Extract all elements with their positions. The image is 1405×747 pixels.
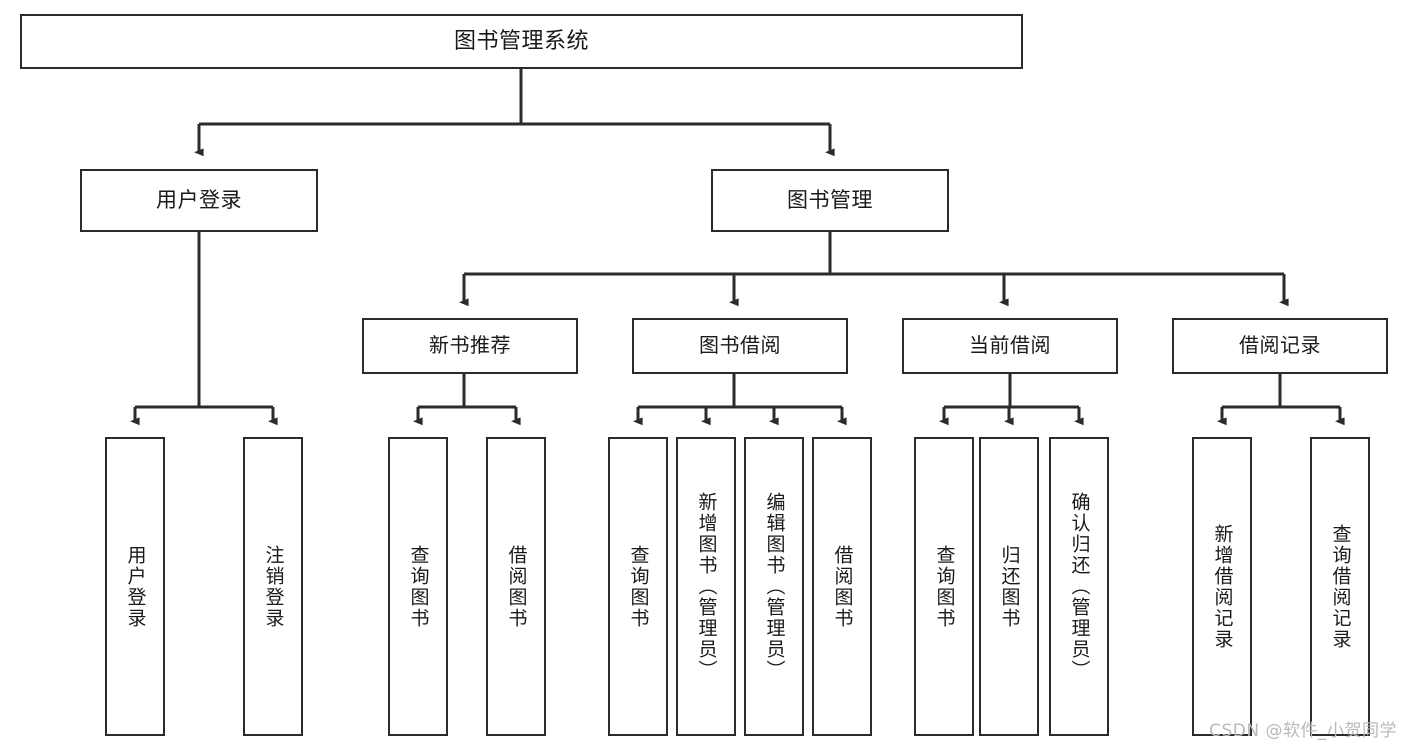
node-leaf-query-book-3-label: 查询图书 — [933, 544, 956, 629]
node-borrow-record[interactable]: 借阅记录 — [1172, 318, 1388, 374]
node-leaf-query-book-1[interactable]: 查询图书 — [388, 437, 448, 736]
node-leaf-add-book[interactable]: 新增图书（管理员） — [676, 437, 736, 736]
node-leaf-return-book-label: 归还图书 — [998, 544, 1021, 629]
node-leaf-user-logout-label: 注销登录 — [262, 544, 285, 629]
node-leaf-query-record[interactable]: 查询借阅记录 — [1310, 437, 1370, 736]
node-book-manage[interactable]: 图书管理 — [711, 169, 949, 232]
node-leaf-user-logout[interactable]: 注销登录 — [243, 437, 303, 736]
node-leaf-user-login[interactable]: 用户登录 — [105, 437, 165, 736]
node-leaf-query-book-2[interactable]: 查询图书 — [608, 437, 668, 736]
node-root-label: 图书管理系统 — [453, 28, 589, 54]
node-leaf-query-book-3[interactable]: 查询图书 — [914, 437, 974, 736]
node-leaf-borrow-book-1[interactable]: 借阅图书 — [486, 437, 546, 736]
node-root[interactable]: 图书管理系统 — [20, 14, 1023, 69]
node-book-borrow-label: 图书借阅 — [699, 333, 781, 358]
node-user-login-label: 用户登录 — [156, 188, 242, 213]
node-leaf-add-record[interactable]: 新增借阅记录 — [1192, 437, 1252, 736]
node-leaf-confirm-return[interactable]: 确认归还（管理员） — [1049, 437, 1109, 736]
node-leaf-return-book[interactable]: 归还图书 — [979, 437, 1039, 736]
node-leaf-edit-book-label: 编辑图书（管理员） — [763, 492, 786, 681]
node-leaf-borrow-book-1-label: 借阅图书 — [505, 544, 528, 629]
node-user-login[interactable]: 用户登录 — [80, 169, 318, 232]
node-leaf-query-book-1-label: 查询图书 — [407, 544, 430, 629]
node-book-manage-label: 图书管理 — [787, 188, 873, 213]
node-current-borrow[interactable]: 当前借阅 — [902, 318, 1118, 374]
node-borrow-record-label: 借阅记录 — [1239, 333, 1321, 358]
node-leaf-query-book-2-label: 查询图书 — [627, 544, 650, 629]
node-new-book-recommend[interactable]: 新书推荐 — [362, 318, 578, 374]
node-leaf-edit-book[interactable]: 编辑图书（管理员） — [744, 437, 804, 736]
node-new-book-recommend-label: 新书推荐 — [429, 333, 511, 358]
node-leaf-borrow-book-2-label: 借阅图书 — [831, 544, 854, 629]
node-current-borrow-label: 当前借阅 — [969, 333, 1051, 358]
node-leaf-borrow-book-2[interactable]: 借阅图书 — [812, 437, 872, 736]
node-leaf-query-record-label: 查询借阅记录 — [1329, 523, 1352, 650]
node-book-borrow[interactable]: 图书借阅 — [632, 318, 848, 374]
node-leaf-add-book-label: 新增图书（管理员） — [695, 492, 718, 681]
node-leaf-add-record-label: 新增借阅记录 — [1211, 523, 1234, 650]
node-leaf-user-login-label: 用户登录 — [124, 544, 147, 629]
node-leaf-confirm-return-label: 确认归还（管理员） — [1068, 492, 1091, 681]
